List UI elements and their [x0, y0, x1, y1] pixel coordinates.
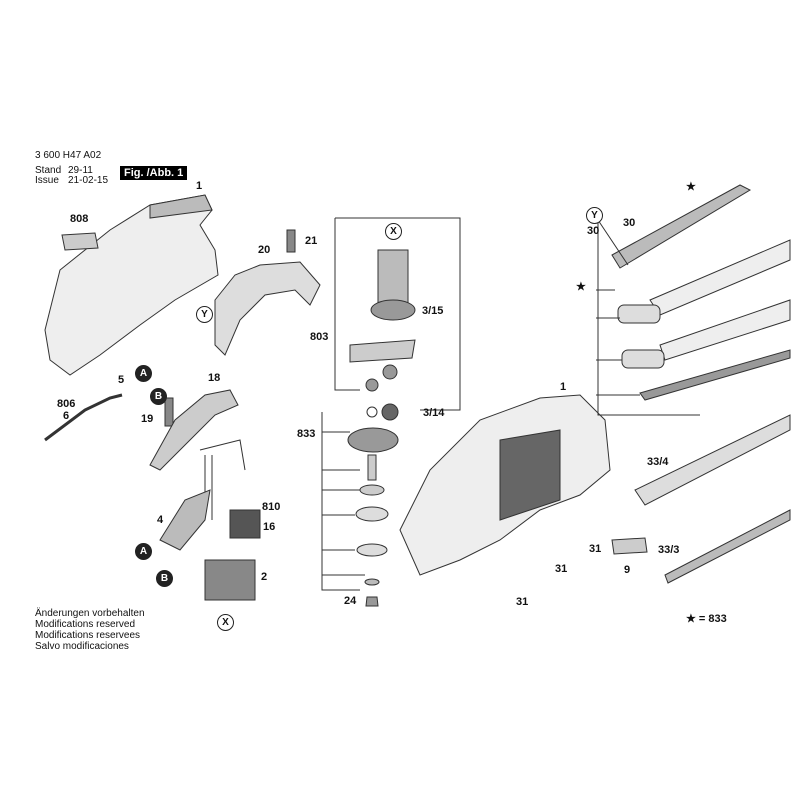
document-number: 3 600 H47 A02	[35, 150, 102, 161]
notice-line: Modifications reservees	[35, 630, 141, 641]
part-label: 21	[305, 235, 318, 247]
part-label: 1	[560, 381, 567, 393]
part-label: 4	[157, 514, 164, 526]
part-label: 33/4	[647, 456, 669, 468]
figure-title: Fig. /Abb. 1	[120, 166, 188, 180]
part-label: 803	[310, 331, 329, 343]
marker-y: Y	[196, 306, 213, 323]
marker-a: A	[135, 543, 152, 560]
marker-a: A	[135, 365, 152, 382]
marker-x: X	[217, 614, 234, 631]
part-label: 16	[263, 521, 276, 533]
part-label: 2	[261, 571, 268, 583]
issue-value: 21-02-15	[68, 175, 109, 186]
marker-x: X	[385, 223, 402, 240]
part-label: 9	[624, 564, 631, 576]
notice-line: Modifications reserved	[35, 619, 136, 630]
part-label: 18	[208, 372, 221, 384]
part-label: 30	[623, 217, 636, 229]
part-label: 1	[196, 180, 203, 192]
marker-b: B	[150, 388, 167, 405]
part-label: 833	[297, 428, 316, 440]
housing-left	[44, 194, 219, 376]
part-label: 24	[344, 595, 357, 607]
part-label: 808	[70, 213, 89, 225]
part-label: 20	[258, 244, 271, 256]
part-label: 19	[141, 413, 154, 425]
cover-part-20	[214, 261, 321, 356]
part-label: 3/15	[422, 305, 444, 317]
part-label: 31	[589, 543, 602, 555]
part-label: 31	[555, 563, 568, 575]
star-marker: ★	[686, 181, 696, 193]
part-label: 5	[118, 374, 125, 386]
notice-line: Änderungen vorbehalten	[35, 608, 145, 619]
part-label: 31	[516, 596, 529, 608]
part-label: 30	[587, 225, 600, 237]
part-label: 810	[262, 501, 281, 513]
switch-part-18	[149, 389, 239, 471]
marker-y: Y	[586, 207, 603, 224]
notice-line: Salvo modificaciones	[35, 641, 129, 652]
part-label: 33/3	[658, 544, 680, 556]
part-label: 6	[63, 410, 70, 422]
issue-label: Issue	[35, 175, 59, 186]
stand-label: Stand	[35, 165, 62, 176]
part-label: 3/14	[423, 407, 445, 419]
part-label: 806	[57, 398, 76, 410]
star-marker: ★	[576, 281, 586, 293]
stand-value: 29-11	[68, 165, 93, 176]
star-legend: ★ = 833	[686, 613, 727, 625]
marker-b: B	[156, 570, 173, 587]
